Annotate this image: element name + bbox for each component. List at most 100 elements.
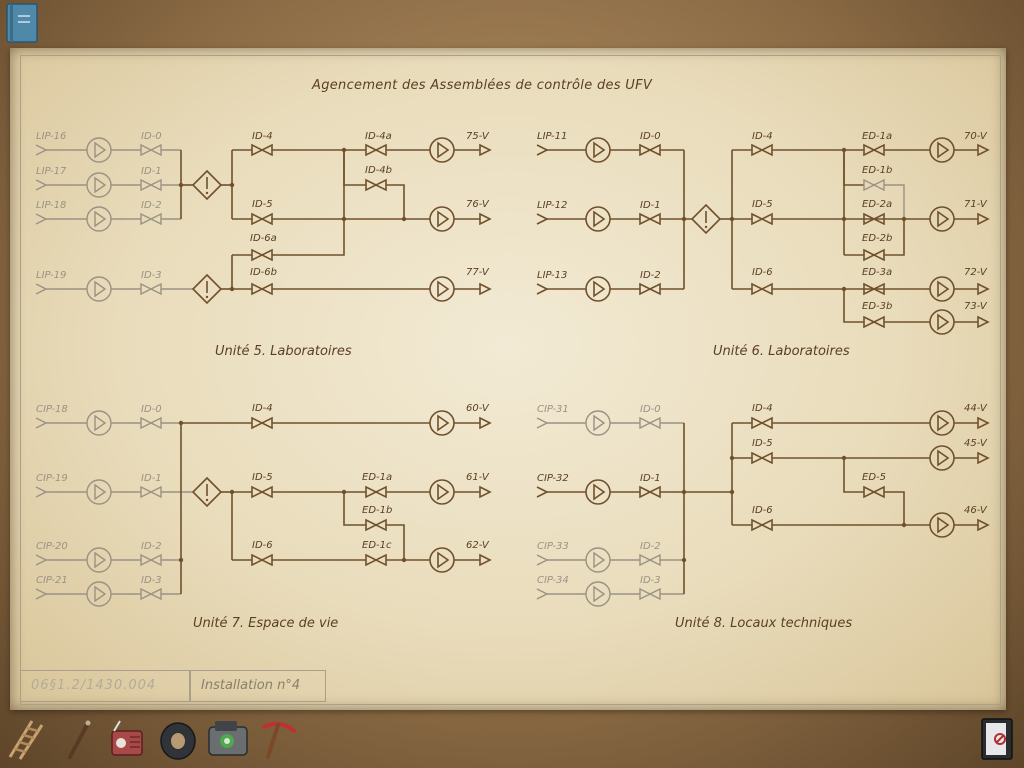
pipe-label: ED-5 <box>862 472 886 483</box>
pipe-label: 77-V <box>466 267 490 278</box>
pickaxe-icon[interactable] <box>254 714 302 764</box>
valve-icon <box>140 553 162 567</box>
pipe-line <box>843 150 864 186</box>
exit-door-icon[interactable] <box>974 714 1022 764</box>
tape-roll-icon[interactable] <box>154 714 202 764</box>
valve-label: ID-1 <box>640 473 661 484</box>
valve-icon <box>140 212 162 226</box>
unit-6-title: Unité 6. Laboratoires <box>713 344 850 359</box>
valve-icon <box>140 485 162 499</box>
valve-icon <box>251 248 273 262</box>
valve-label: ID-3 <box>141 575 162 586</box>
valve-label: ID-3 <box>141 270 162 281</box>
pipe-line <box>386 524 405 560</box>
kit-case-icon[interactable] <box>204 714 252 764</box>
valve-icon <box>365 178 387 192</box>
pipe-line <box>884 184 905 219</box>
valve-label: ID-0 <box>141 404 162 415</box>
pipe-label: ID-4 <box>252 131 273 142</box>
pump-icon <box>86 206 112 232</box>
junction-dot <box>681 557 687 563</box>
pump-arrow-icon <box>937 210 950 228</box>
valve-icon <box>140 587 162 601</box>
pipe-label: ID-6 <box>252 540 273 551</box>
valve-label: ID-0 <box>141 131 162 142</box>
valve-icon <box>251 143 273 157</box>
pump-arrow-icon <box>94 551 107 569</box>
pump-arrow-icon <box>593 483 606 501</box>
valve-icon <box>751 451 773 465</box>
outlet-arrow-icon <box>479 416 492 430</box>
outlet-arrow-icon <box>977 416 990 430</box>
unit-8-title: Unité 8. Locaux techniques <box>675 616 852 631</box>
pipe-label: ED-3a <box>862 267 892 278</box>
unit-5-title: Unité 5. Laboratoires <box>215 344 352 359</box>
inlet-label: LIP-18 <box>36 200 66 211</box>
valve-icon <box>863 248 885 262</box>
pipe-label: ED-1a <box>362 472 392 483</box>
junction-dot <box>681 489 687 495</box>
valve-icon <box>863 315 885 329</box>
pipe-label: ID-5 <box>252 199 273 210</box>
junction-dot <box>401 216 407 222</box>
valve-icon <box>863 178 885 192</box>
pipe-label: ID-4 <box>252 403 273 414</box>
valve-label: ID-1 <box>141 166 162 177</box>
junction-dot <box>901 522 907 528</box>
valve-icon <box>140 282 162 296</box>
valve-icon <box>365 143 387 157</box>
filter-dot <box>704 225 708 229</box>
valve-icon <box>639 282 661 296</box>
valve-icon <box>140 416 162 430</box>
outlet-arrow-icon <box>479 212 492 226</box>
journal-icon[interactable] <box>4 2 42 46</box>
pipe-line <box>843 289 864 323</box>
pipe-label: ID-4b <box>365 165 392 176</box>
pump-arrow-icon <box>94 210 107 228</box>
pump-arrow-icon <box>937 141 950 159</box>
ladder-icon[interactable] <box>2 714 50 764</box>
pump-icon <box>429 410 455 436</box>
pipe-label: 45-V <box>964 438 988 449</box>
inlet-arrow-icon <box>35 283 48 295</box>
pump-arrow-icon <box>94 483 107 501</box>
valve-icon <box>365 553 387 567</box>
inlet-arrow-icon <box>536 554 549 566</box>
valve-icon <box>251 553 273 567</box>
pipe-label: 71-V <box>964 199 988 210</box>
pump-arrow-icon <box>593 551 606 569</box>
valve-label: ID-1 <box>141 473 162 484</box>
pump-icon <box>585 479 611 505</box>
valve-icon <box>751 143 773 157</box>
pump-arrow-icon <box>437 414 450 432</box>
outlet-arrow-icon <box>977 451 990 465</box>
pipe-line <box>843 458 864 493</box>
pump-arrow-icon <box>94 176 107 194</box>
inlet-label: CIP-20 <box>36 541 68 552</box>
pipe-line <box>884 219 905 256</box>
pipe-label: 70-V <box>964 131 988 142</box>
pump-arrow-icon <box>593 585 606 603</box>
pipe-line <box>272 219 345 256</box>
valve-icon <box>251 212 273 226</box>
valve-icon <box>639 587 661 601</box>
pump-arrow-icon <box>437 280 450 298</box>
pump-arrow-icon <box>937 280 950 298</box>
pipe-tool-icon[interactable] <box>54 714 102 764</box>
inlet-label: CIP-19 <box>36 473 68 484</box>
outlet-arrow-icon <box>977 282 990 296</box>
inlet-arrow-icon <box>536 588 549 600</box>
pipe-label: ID-4a <box>365 131 392 142</box>
pipe-label: ED-1b <box>362 505 392 516</box>
inlet-arrow-icon <box>536 283 549 295</box>
outlet-arrow-icon <box>479 485 492 499</box>
inlet-arrow-icon <box>35 554 48 566</box>
inlet-label: LIP-16 <box>36 131 66 142</box>
filter-dot <box>205 191 209 195</box>
outlet-arrow-icon <box>479 143 492 157</box>
inlet-arrow-icon <box>536 486 549 498</box>
pump-icon <box>585 581 611 607</box>
pipe-label: ID-6 <box>752 505 773 516</box>
radio-device-icon[interactable] <box>104 714 152 764</box>
pump-arrow-icon <box>94 280 107 298</box>
